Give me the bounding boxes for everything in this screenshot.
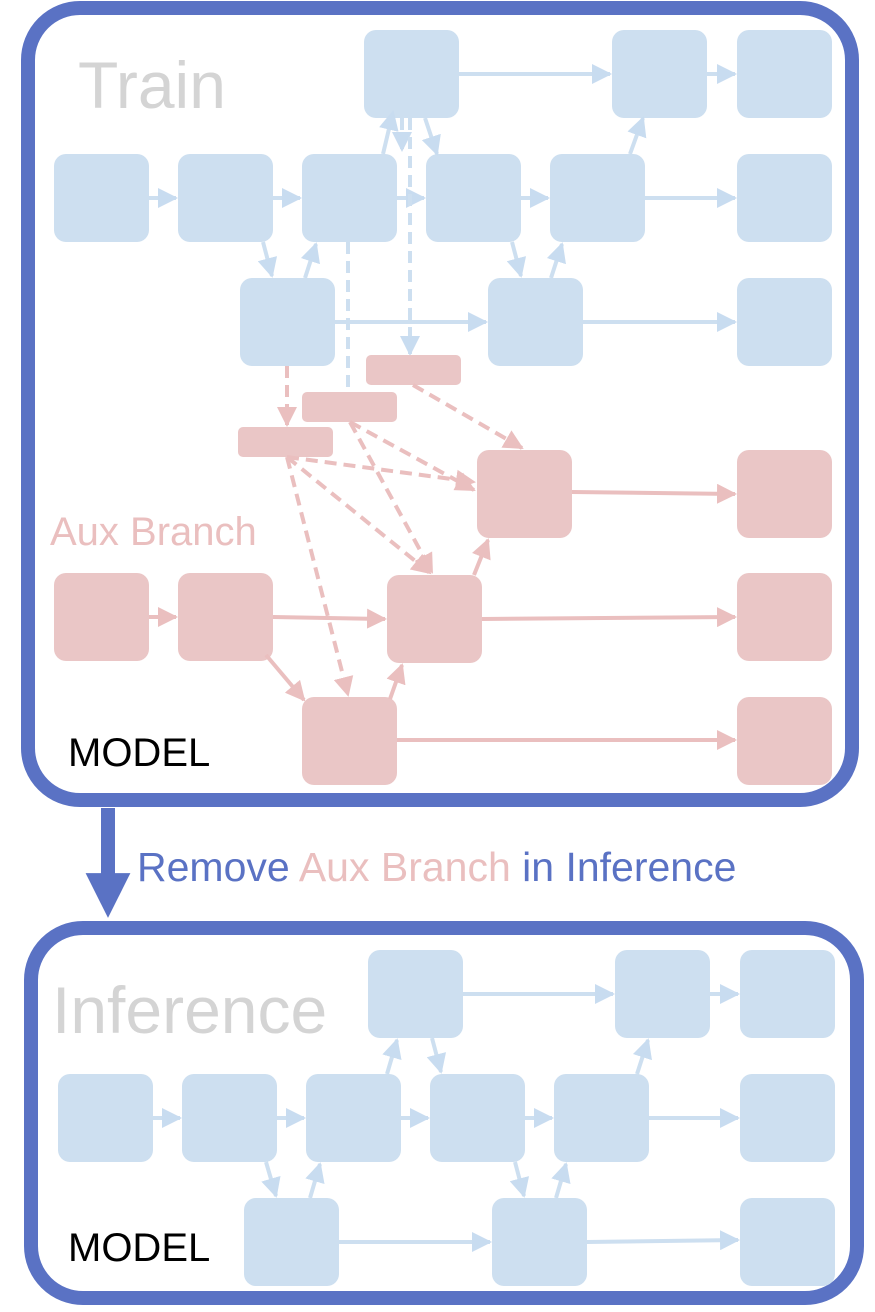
node [737,278,832,366]
node [477,450,572,538]
inference-panel-frame [24,921,864,1305]
node [740,1198,835,1286]
node [740,950,835,1038]
caption-part-inference: in Inference [510,844,737,890]
caption-part-aux: Aux Branch [298,844,511,890]
train-blue-dashed-arrows [338,118,420,420]
train-aux-bars [238,355,461,457]
train-pink-arrows [149,483,737,750]
node [364,30,459,118]
train-blue-nodes [54,30,832,366]
node [554,1074,649,1162]
node [737,573,832,661]
node [240,278,335,366]
node [426,154,521,242]
node [302,154,397,242]
train-pink-dashed-arrows [277,366,524,697]
node [182,1074,277,1162]
caption-part-remove: Remove [137,844,299,890]
inference-model-label: MODEL [68,1226,211,1270]
train-panel-frame [21,1,859,807]
node [615,950,710,1038]
node [430,1074,525,1162]
inference-title: Inference [52,973,328,1047]
node [54,573,149,661]
node [550,154,645,242]
inference-blue-nodes [58,950,835,1286]
node [737,697,832,785]
transition-caption: Remove Aux Branch in Inference [137,847,736,888]
aux-bar [302,392,397,422]
node [244,1198,339,1286]
node [387,575,482,663]
train-model-label: MODEL [68,731,211,775]
inference-blue-arrows [153,984,740,1252]
train-title: Train [78,48,226,122]
aux-branch-label: Aux Branch [50,510,257,554]
node [492,1198,587,1286]
node [737,450,832,538]
node [612,30,707,118]
aux-bar [238,427,333,457]
node [368,950,463,1038]
node [58,1074,153,1162]
node [302,697,397,785]
node [737,154,832,242]
node [740,1074,835,1162]
aux-bar [366,355,461,385]
node [488,278,583,366]
node [54,154,149,242]
node [306,1074,401,1162]
node [178,573,273,661]
node [737,30,832,118]
train-pink-nodes [54,450,832,785]
node [178,154,273,242]
